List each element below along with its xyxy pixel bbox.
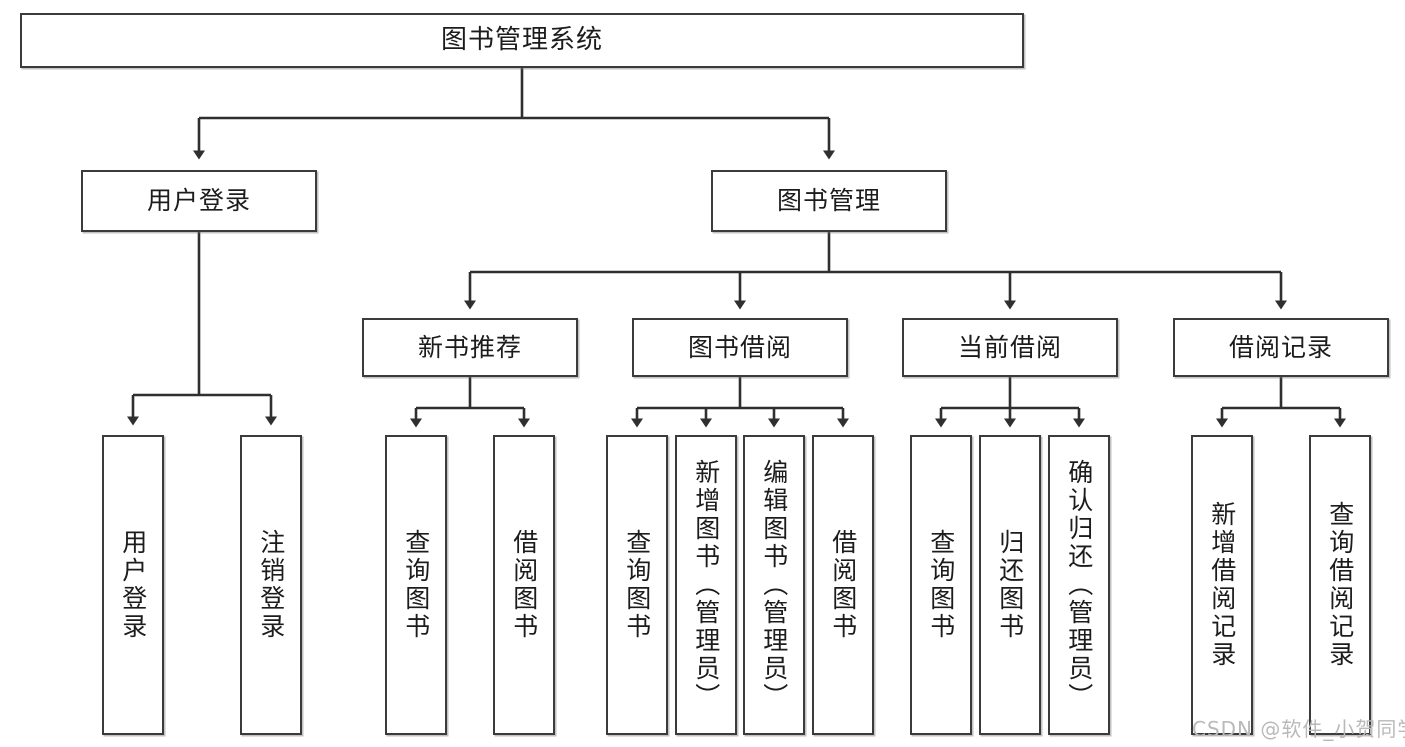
node-leaf-bo-borrow-book[interactable]: 借阅图书 [812,435,874,735]
node-leaf-bo-query-book[interactable]: 查询图书 [606,435,668,735]
node-book-borrow[interactable]: 图书借阅 [632,318,848,377]
node-leaf-user-login-label: 用户登录 [118,529,148,641]
node-leaf-re-query-record-label: 查询借阅记录 [1325,501,1355,669]
node-leaf-cu-query-book[interactable]: 查询图书 [910,435,972,735]
node-leaf-bo-borrow-book-label: 借阅图书 [828,529,858,641]
node-leaf-cu-confirm-return-label: 确认归还（管理员） [1064,459,1094,711]
node-leaf-re-add-record[interactable]: 新增借阅记录 [1191,435,1253,735]
node-leaf-nb-borrow-book-label: 借阅图书 [509,529,539,641]
node-leaf-cu-query-book-label: 查询图书 [926,529,956,641]
node-leaf-re-add-record-label: 新增借阅记录 [1207,501,1237,669]
node-leaf-cu-return-book-label: 归还图书 [995,529,1025,641]
node-leaf-bo-edit-book-label: 编辑图书（管理员） [759,459,789,711]
node-leaf-logout[interactable]: 注销登录 [240,435,302,735]
node-leaf-bo-edit-book[interactable]: 编辑图书（管理员） [743,435,805,735]
node-root-system[interactable]: 图书管理系统 [20,13,1024,68]
node-leaf-nb-query-book[interactable]: 查询图书 [385,435,447,735]
node-leaf-user-login[interactable]: 用户登录 [102,435,164,735]
node-leaf-cu-return-book[interactable]: 归还图书 [979,435,1041,735]
node-current-borrow[interactable]: 当前借阅 [902,318,1118,377]
node-leaf-re-query-record[interactable]: 查询借阅记录 [1309,435,1371,735]
node-leaf-bo-query-book-label: 查询图书 [622,529,652,641]
node-new-book-recommend[interactable]: 新书推荐 [362,318,578,377]
node-user-login[interactable]: 用户登录 [81,170,317,232]
node-leaf-nb-query-book-label: 查询图书 [401,529,431,641]
node-leaf-bo-add-book[interactable]: 新增图书（管理员） [675,435,737,735]
node-leaf-bo-add-book-label: 新增图书（管理员） [691,459,721,711]
node-leaf-nb-borrow-book[interactable]: 借阅图书 [493,435,555,735]
node-book-management[interactable]: 图书管理 [711,170,947,232]
csdn-watermark: CSDN @软件_小贺同学 [1192,717,1405,741]
node-leaf-logout-label: 注销登录 [256,529,286,641]
node-leaf-cu-confirm-return[interactable]: 确认归还（管理员） [1048,435,1110,735]
node-borrow-records[interactable]: 借阅记录 [1173,318,1389,377]
